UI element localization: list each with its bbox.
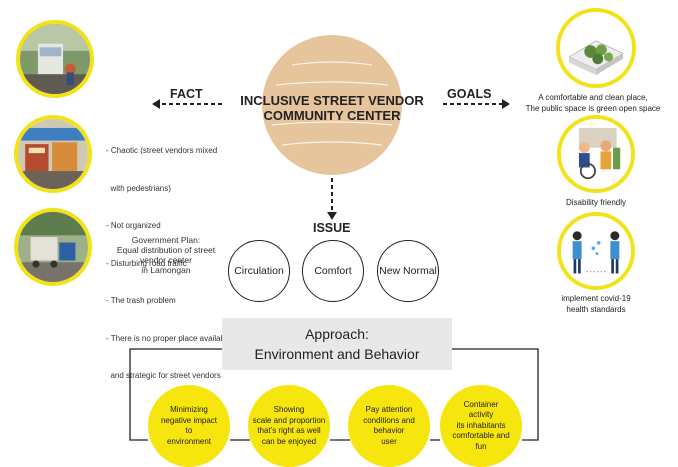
street-cart-photo	[14, 208, 92, 286]
approach-item-line: Pay attention	[365, 405, 413, 414]
center-title: INCLUSIVE STREET VENDOR COMMUNITY CENTER	[222, 93, 442, 123]
goal-3-caption: implement covid-19 health standards	[540, 293, 652, 315]
approach-item-2: Showing scale and proportion that's righ…	[248, 385, 330, 467]
approach-item-1: Minimizing negative impact to environmen…	[148, 385, 230, 467]
fact-list: - Chaotic (street vendors mixed with ped…	[106, 120, 231, 395]
approach-item-line: that's right as well	[257, 426, 321, 435]
fact-item: - Not organized	[106, 221, 161, 230]
approach-item-line: environment	[166, 436, 212, 446]
fact-item: - Disturbing road traffic	[106, 258, 187, 268]
fact-label: FACT	[170, 87, 203, 101]
issue-label: ISSUE	[313, 221, 351, 235]
fact-item: - The trash problem	[106, 296, 176, 305]
fact-item: - There is no proper place available	[106, 333, 232, 343]
goal-3-line: implement covid-19	[561, 294, 631, 303]
covid-distancing-illustration	[557, 212, 635, 290]
goal-1-line: A comfortable and clean place,	[538, 93, 648, 102]
goal-1-line: The public space is green open space	[525, 104, 661, 113]
approach-item-line: behavior	[373, 426, 405, 435]
approach-item-line: can be enjoyed	[261, 436, 317, 446]
government-plan-line: Government Plan:	[131, 235, 201, 245]
center-circle	[262, 35, 402, 175]
approach-title: Approach:	[305, 326, 369, 342]
fact-item: with pedestrians)	[106, 183, 171, 193]
approach-item-line: to	[185, 426, 193, 435]
fact-item: and strategic for street vendors	[106, 371, 221, 380]
approach-item-4: Container activity its inhabitants comfo…	[440, 385, 522, 467]
approach-item-line: fun	[475, 441, 487, 451]
approach-item-line: scale and proportion	[252, 415, 326, 425]
green-space-render	[556, 8, 636, 88]
approach-box: Approach: Environment and Behavior	[222, 318, 452, 370]
government-plan: Government Plan: Equal distribution of s…	[106, 235, 226, 275]
market-stall-photo	[14, 115, 92, 193]
approach-item-line: Container	[463, 399, 499, 409]
issue-circulation: Circulation	[228, 240, 290, 302]
government-plan-line: vendor center	[140, 255, 192, 265]
approach-item-line: user	[381, 436, 397, 446]
disability-illustration	[557, 115, 635, 193]
approach-item-line: conditions and	[363, 415, 415, 425]
approach-item-line: Minimizing	[170, 405, 208, 414]
center-title-line2: COMMUNITY CENTER	[263, 108, 401, 123]
government-plan-line: in Lamongan	[141, 265, 191, 275]
issue-comfort: Comfort	[302, 240, 364, 302]
approach-item-line: its inhabitants	[456, 420, 506, 430]
goal-2-caption: Disability friendly	[540, 197, 652, 208]
fact-item: - Chaotic (street vendors mixed	[106, 146, 218, 155]
goal-3-line: health standards	[566, 305, 626, 314]
street-vendor-photo	[16, 20, 94, 98]
goal-1-caption: A comfortable and clean place, The publi…	[508, 92, 678, 114]
center-title-line1: INCLUSIVE STREET VENDOR	[240, 93, 424, 108]
approach-subtitle: Environment and Behavior	[254, 346, 420, 362]
issue-new-normal: New Normal	[377, 240, 439, 302]
approach-item-line: activity	[468, 410, 494, 420]
approach-item-line: comfortable and	[452, 431, 510, 441]
approach-item-3: Pay attention conditions and behavior us…	[348, 385, 430, 467]
government-plan-line: Equal distribution of street	[116, 245, 216, 255]
goals-label: GOALS	[447, 87, 492, 101]
approach-item-line: Showing	[273, 405, 305, 414]
approach-item-line: negative impact	[160, 415, 218, 425]
goal-2-line: Disability friendly	[565, 198, 627, 207]
